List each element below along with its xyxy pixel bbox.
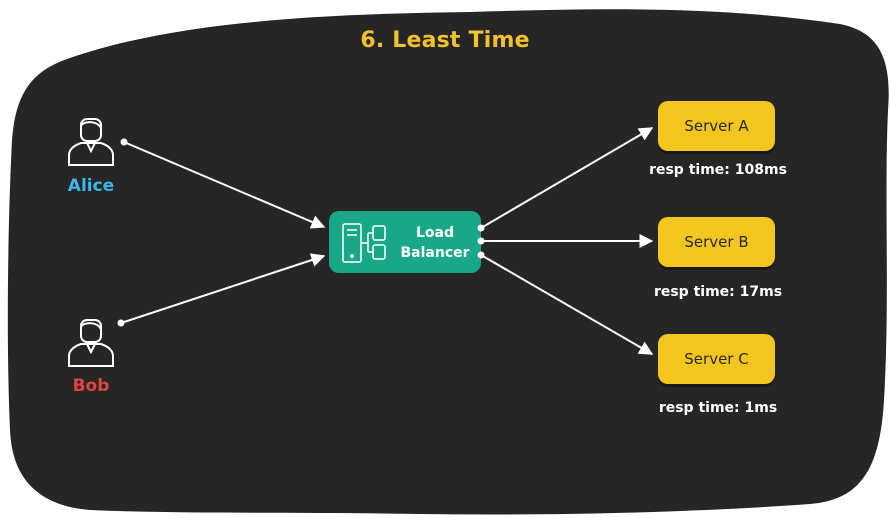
lb-to-server-c-arrow <box>480 254 654 355</box>
server-b-box: Server B <box>658 217 775 267</box>
server-a-resp-time: resp time: 108ms <box>649 162 787 178</box>
lb-to-server-a-arrow <box>480 127 654 229</box>
bob-label: Bob <box>72 376 110 396</box>
server-a-box: Server A <box>658 101 775 151</box>
server-c-resp-time: resp time: 1ms <box>658 400 778 416</box>
load-balancer-label: Load Balancer <box>394 223 476 263</box>
bob-to-lb-arrow <box>120 253 326 324</box>
bob-user-icon <box>68 319 114 367</box>
server-b-resp-time: resp time: 17ms <box>653 284 783 300</box>
server-arrows <box>480 127 654 355</box>
diagram-title: 6. Least Time <box>360 28 530 53</box>
alice-to-lb-arrow <box>123 141 326 229</box>
server-network-icon <box>342 223 386 263</box>
server-c-box: Server C <box>658 334 775 384</box>
client-arrows <box>117 138 326 327</box>
load-balancer-node <box>329 211 485 273</box>
load-balancer-label-line2: Balancer <box>400 245 470 261</box>
alice-user-icon <box>68 118 114 166</box>
alice-label: Alice <box>67 176 115 196</box>
load-balancer-label-line1: Load <box>415 225 454 241</box>
